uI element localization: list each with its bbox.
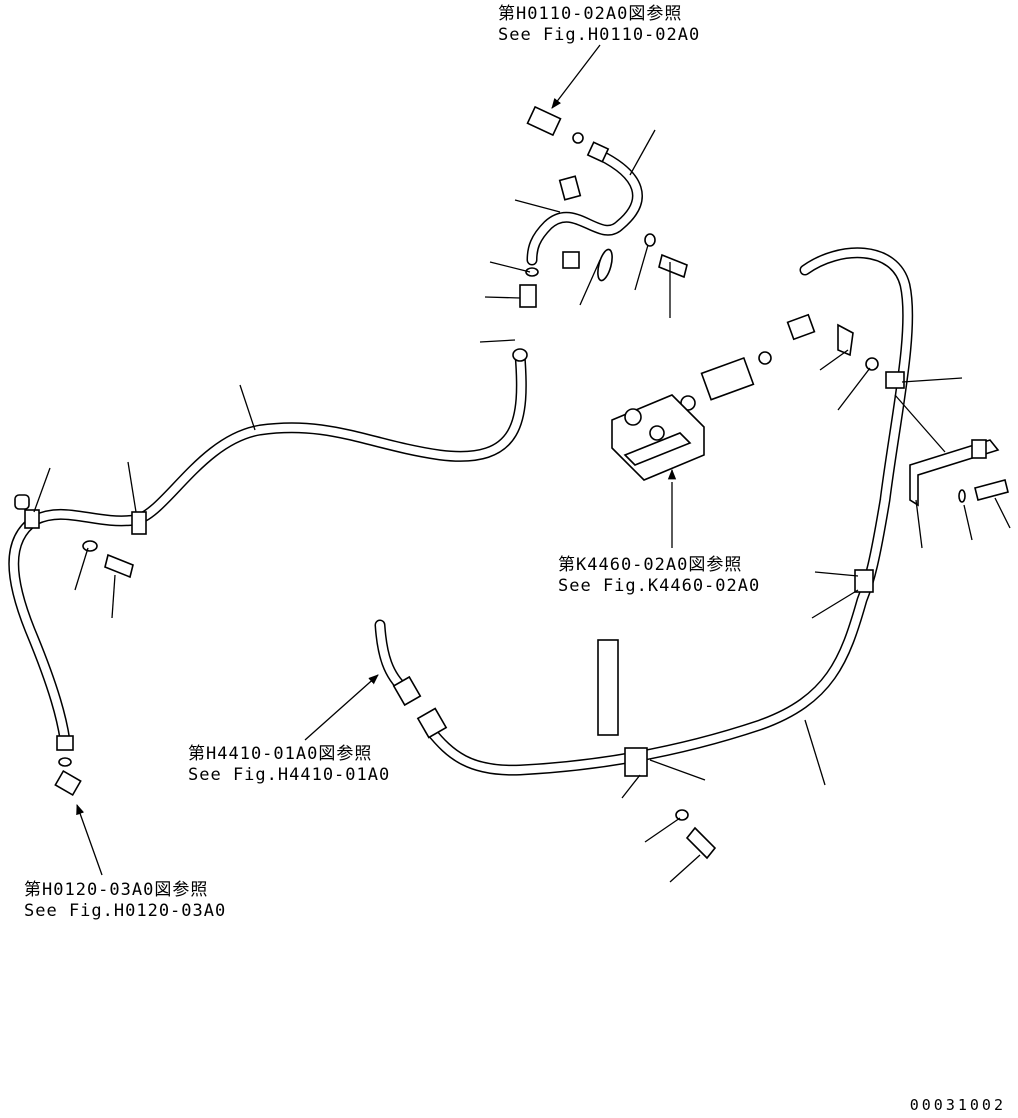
fittings bbox=[14, 105, 1009, 860]
upper-hose bbox=[526, 149, 643, 266]
reference-h0110-en: See Fig.H0110-02A0 bbox=[498, 25, 701, 45]
connector-hose bbox=[374, 619, 411, 696]
reference-h0110: 第H0110-02A0図参照 See Fig.H0110-02A0 bbox=[498, 4, 700, 46]
main-hose-left bbox=[8, 349, 527, 746]
reference-h0120-en: See Fig.H0120-03A0 bbox=[24, 901, 227, 921]
fitting-top bbox=[526, 105, 562, 137]
main-hose-right bbox=[424, 247, 914, 776]
reference-k4460: 第K4460-02A0図参照 See Fig.K4460-02A0 bbox=[558, 555, 760, 597]
reference-h4410: 第H4410-01A0図参照 See Fig.H4410-01A0 bbox=[188, 744, 390, 786]
reference-h4410-jp: 第H4410-01A0図参照 bbox=[188, 744, 373, 764]
reference-k4460-jp: 第K4460-02A0図参照 bbox=[558, 555, 743, 575]
reference-h0120-jp: 第H0120-03A0図参照 bbox=[24, 880, 209, 900]
reference-h0110-jp: 第H0110-02A0図参照 bbox=[498, 4, 683, 24]
reference-h0120: 第H0120-03A0図参照 See Fig.H0120-03A0 bbox=[24, 880, 226, 922]
leader-lines bbox=[33, 44, 1011, 883]
reference-h4410-en: See Fig.H4410-01A0 bbox=[188, 765, 391, 785]
reference-k4460-en: See Fig.K4460-02A0 bbox=[558, 576, 761, 596]
drawing-code: 00031002 bbox=[909, 1096, 1006, 1114]
